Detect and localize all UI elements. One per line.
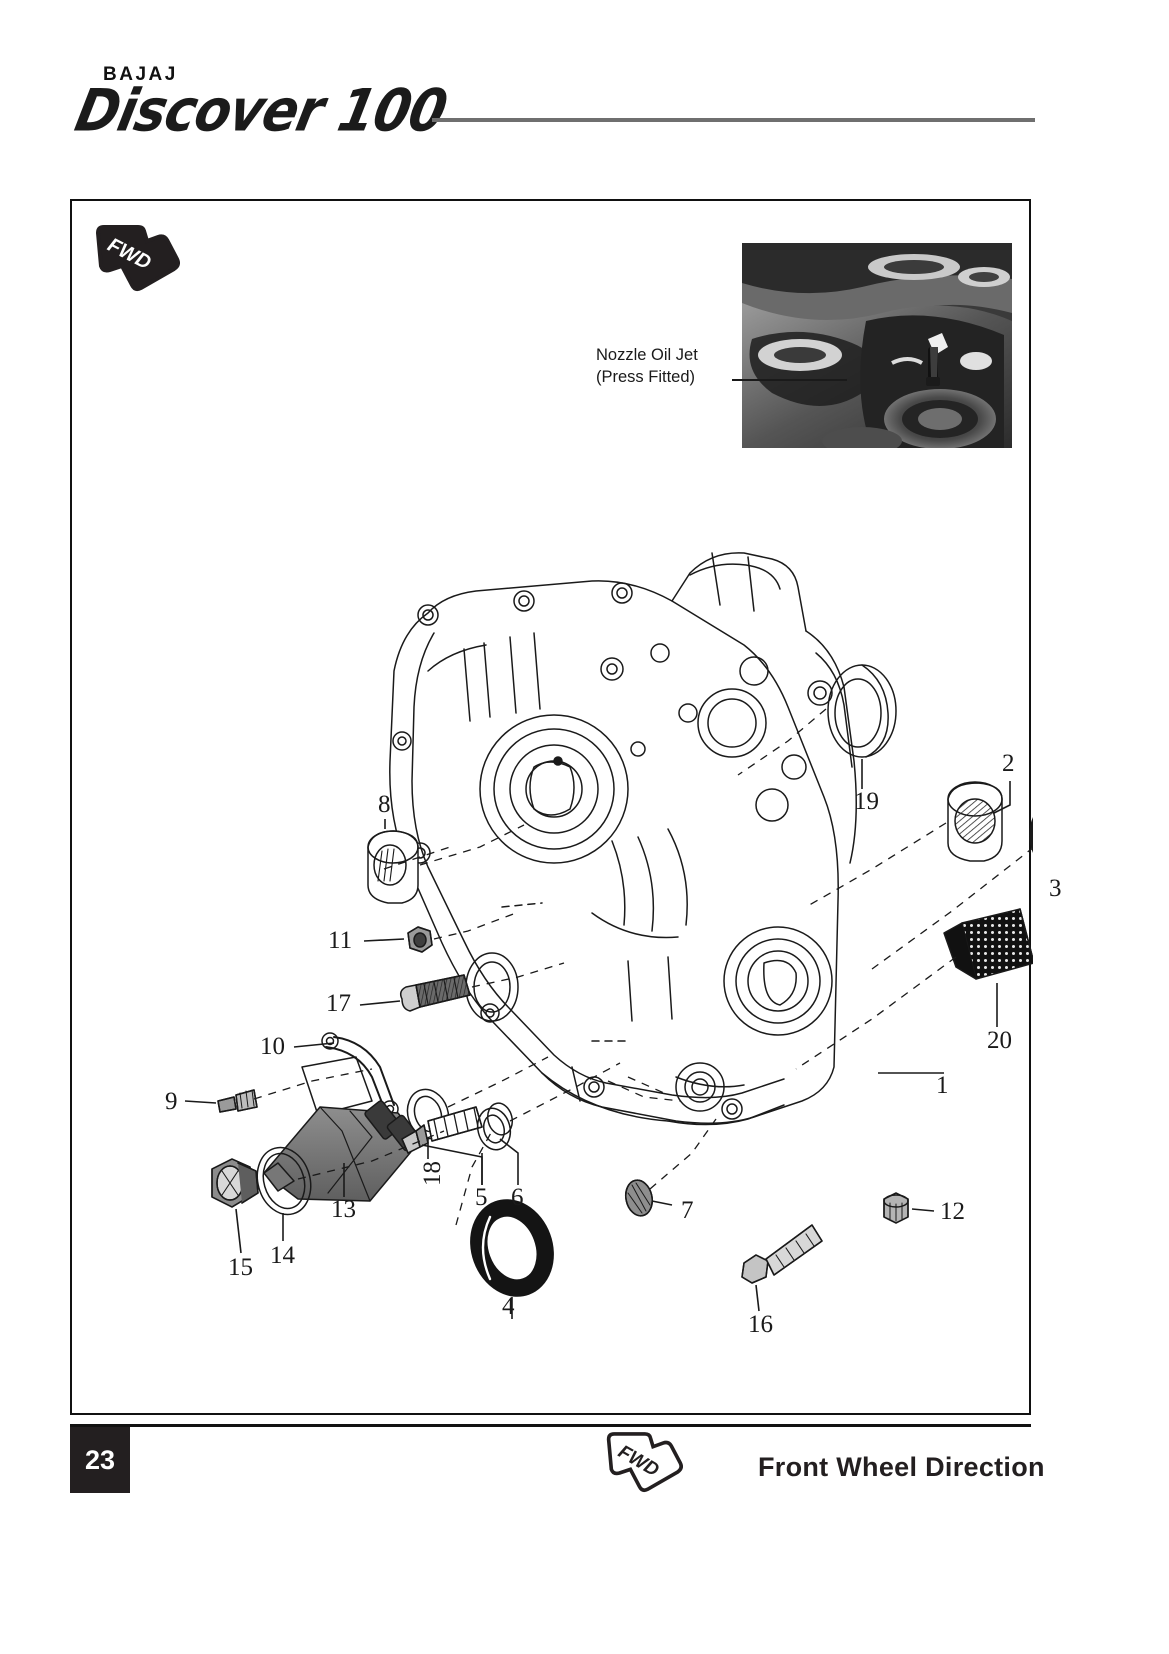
photo-callout-label: Nozzle Oil Jet (Press Fitted) — [596, 344, 736, 389]
part-10-oil-pipe-bracket — [301, 1032, 399, 1118]
photo-callout-line1: Nozzle Oil Jet — [596, 346, 698, 364]
callout-8: 8 — [378, 791, 391, 818]
part-19-oil-seal — [827, 664, 897, 758]
part-3-ball-bearing — [1029, 817, 1033, 853]
part-15-strainer-cap — [211, 1158, 259, 1208]
callout-17: 17 — [326, 990, 351, 1017]
part-9-screw — [217, 1089, 258, 1113]
part-13-oil-strainer — [263, 1100, 422, 1202]
callout-18: 18 — [419, 1161, 446, 1186]
page-number-box: 23 — [70, 1427, 130, 1493]
crankcase-body-outline — [389, 552, 857, 1126]
part-14-o-ring — [256, 1146, 312, 1216]
callout-9: 9 — [165, 1088, 178, 1115]
callout-2: 2 — [1002, 750, 1015, 777]
brand-name: BAJAJ — [103, 64, 178, 85]
part-4-o-ring-large — [470, 1199, 554, 1297]
part-6-washer — [476, 1102, 514, 1151]
model-name: Discover 100 — [69, 78, 452, 146]
fwd-arrow-icon: FWD — [94, 223, 180, 295]
callout-3: 3 — [1049, 875, 1062, 902]
callout-11: 11 — [328, 927, 353, 954]
part-11-nut — [407, 926, 433, 953]
part-20-oil-filter-screen — [943, 908, 1033, 980]
callout-13: 13 — [331, 1196, 356, 1223]
callout-4: 4 — [502, 1293, 515, 1320]
part-7-dowel-washer — [624, 1179, 654, 1217]
photo-callout-line2: (Press Fitted) — [596, 368, 696, 387]
page-header: BAJAJ Discover 100 — [0, 0, 1169, 175]
part-17-stud — [399, 974, 471, 1012]
photo-callout-leader-line — [732, 379, 847, 381]
callout-6: 6 — [511, 1184, 524, 1211]
part-2-bushing — [947, 781, 1003, 862]
callout-7: 7 — [681, 1197, 694, 1224]
callout-14: 14 — [270, 1242, 295, 1269]
callout-16: 16 — [748, 1311, 773, 1338]
part-8-collar-bush — [367, 830, 419, 904]
page-number: 23 — [84, 1444, 116, 1475]
diagram-frame: FWD — [70, 199, 1062, 1417]
callout-19: 19 — [854, 788, 879, 815]
nozzle-oil-jet-photo — [742, 243, 1012, 448]
callout-12: 12 — [940, 1198, 965, 1225]
callout-10: 10 — [260, 1033, 285, 1060]
exploded-parts-diagram — [72, 201, 1033, 1417]
front-wheel-direction-label: Front Wheel Direction — [758, 1452, 1045, 1482]
callout-1: 1 — [936, 1072, 949, 1099]
part-16-hex-bolt — [741, 1224, 823, 1284]
fwd-arrow-icon-footer: FWD — [605, 1430, 683, 1496]
footer-rule — [70, 1424, 1031, 1427]
page-footer: 23 FWD Front Wheel Direction — [0, 1424, 1169, 1544]
callout-15: 15 — [228, 1254, 253, 1281]
callout-5: 5 — [475, 1184, 488, 1211]
part-12-collar-nut — [883, 1192, 909, 1224]
callout-20: 20 — [987, 1027, 1012, 1054]
header-rule — [432, 118, 1035, 122]
